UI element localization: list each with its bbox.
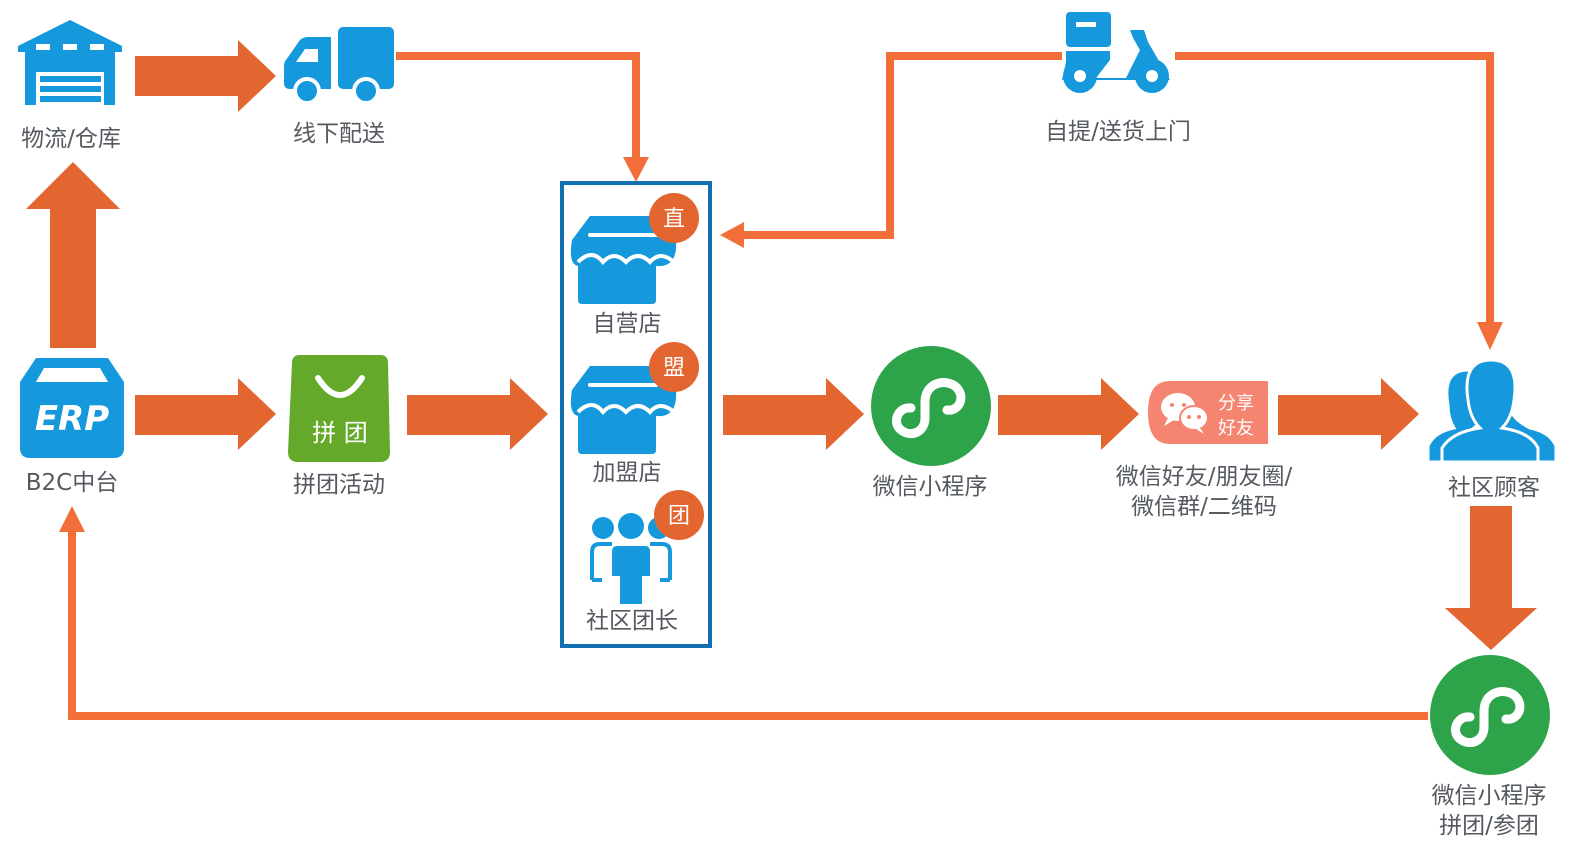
users-icon bbox=[1426, 358, 1558, 464]
offline-delivery-label: 线下配送 bbox=[293, 121, 385, 147]
stores-group-box bbox=[560, 181, 712, 648]
mini-program-label: 微信小程序 bbox=[872, 474, 988, 500]
edge-pickup-to-customers bbox=[1175, 52, 1503, 350]
group-buy-icon-text: 拼 团 bbox=[312, 419, 368, 447]
badge-group-leader: 团 bbox=[654, 490, 704, 540]
edge-mini-program-group-to-erp bbox=[59, 506, 1428, 720]
mini-program-group-icon bbox=[1430, 655, 1550, 775]
scooter-icon bbox=[1062, 12, 1170, 93]
erp-box-icon: ERP bbox=[20, 358, 124, 458]
badge-franchise: 盟 bbox=[649, 342, 699, 392]
store-direct-label: 自营店 bbox=[592, 311, 662, 337]
warehouse-icon bbox=[18, 20, 122, 105]
edge-group-activity-to-stores bbox=[407, 378, 548, 450]
group-activity-label: 拼团活动 bbox=[293, 472, 385, 498]
share-label-line1: 微信好友/朋友圈/ bbox=[1115, 464, 1293, 490]
svg-text:好友: 好友 bbox=[1218, 418, 1254, 439]
mini-program-icon bbox=[871, 346, 991, 466]
shopping-bag-icon: 拼 团 bbox=[288, 355, 390, 462]
store-franchise-label: 加盟店 bbox=[592, 460, 662, 486]
storefront-icon-direct bbox=[570, 216, 677, 304]
edge-customers-to-mini-program-group bbox=[1445, 506, 1537, 650]
svg-text:分享: 分享 bbox=[1218, 393, 1254, 414]
mini-program-group-label-line2: 拼团/参团 bbox=[1439, 813, 1539, 839]
edge-stores-to-mini-program bbox=[723, 378, 864, 450]
edge-mini-program-to-share bbox=[998, 378, 1139, 450]
edge-share-to-customers bbox=[1278, 378, 1419, 450]
edge-erp-to-warehouse bbox=[26, 162, 120, 348]
mini-program-group-label-line1: 微信小程序 bbox=[1431, 783, 1547, 809]
edge-pickup-to-stores bbox=[720, 52, 1062, 248]
truck-icon bbox=[284, 27, 394, 105]
wechat-share-icon: 分享 好友 bbox=[1148, 381, 1268, 444]
erp-label: B2C中台 bbox=[25, 470, 119, 496]
svg-text:团: 团 bbox=[668, 504, 690, 529]
svg-text:直: 直 bbox=[663, 207, 685, 232]
share-label-line2: 微信群/二维码 bbox=[1131, 494, 1277, 520]
group-leader-label: 社区团长 bbox=[586, 608, 678, 634]
customers-label: 社区顾客 bbox=[1448, 475, 1540, 501]
pickup-delivery-label: 自提/送货上门 bbox=[1045, 119, 1191, 145]
badge-direct: 直 bbox=[649, 193, 699, 243]
edge-warehouse-to-offline-delivery bbox=[135, 40, 276, 112]
edge-erp-to-group-activity bbox=[135, 378, 276, 450]
warehouse-label: 物流/仓库 bbox=[21, 126, 121, 152]
edge-offline-delivery-to-stores bbox=[396, 52, 649, 182]
erp-icon-text: ERP bbox=[35, 399, 109, 439]
storefront-icon-franchise bbox=[570, 366, 677, 454]
svg-text:盟: 盟 bbox=[663, 356, 685, 381]
